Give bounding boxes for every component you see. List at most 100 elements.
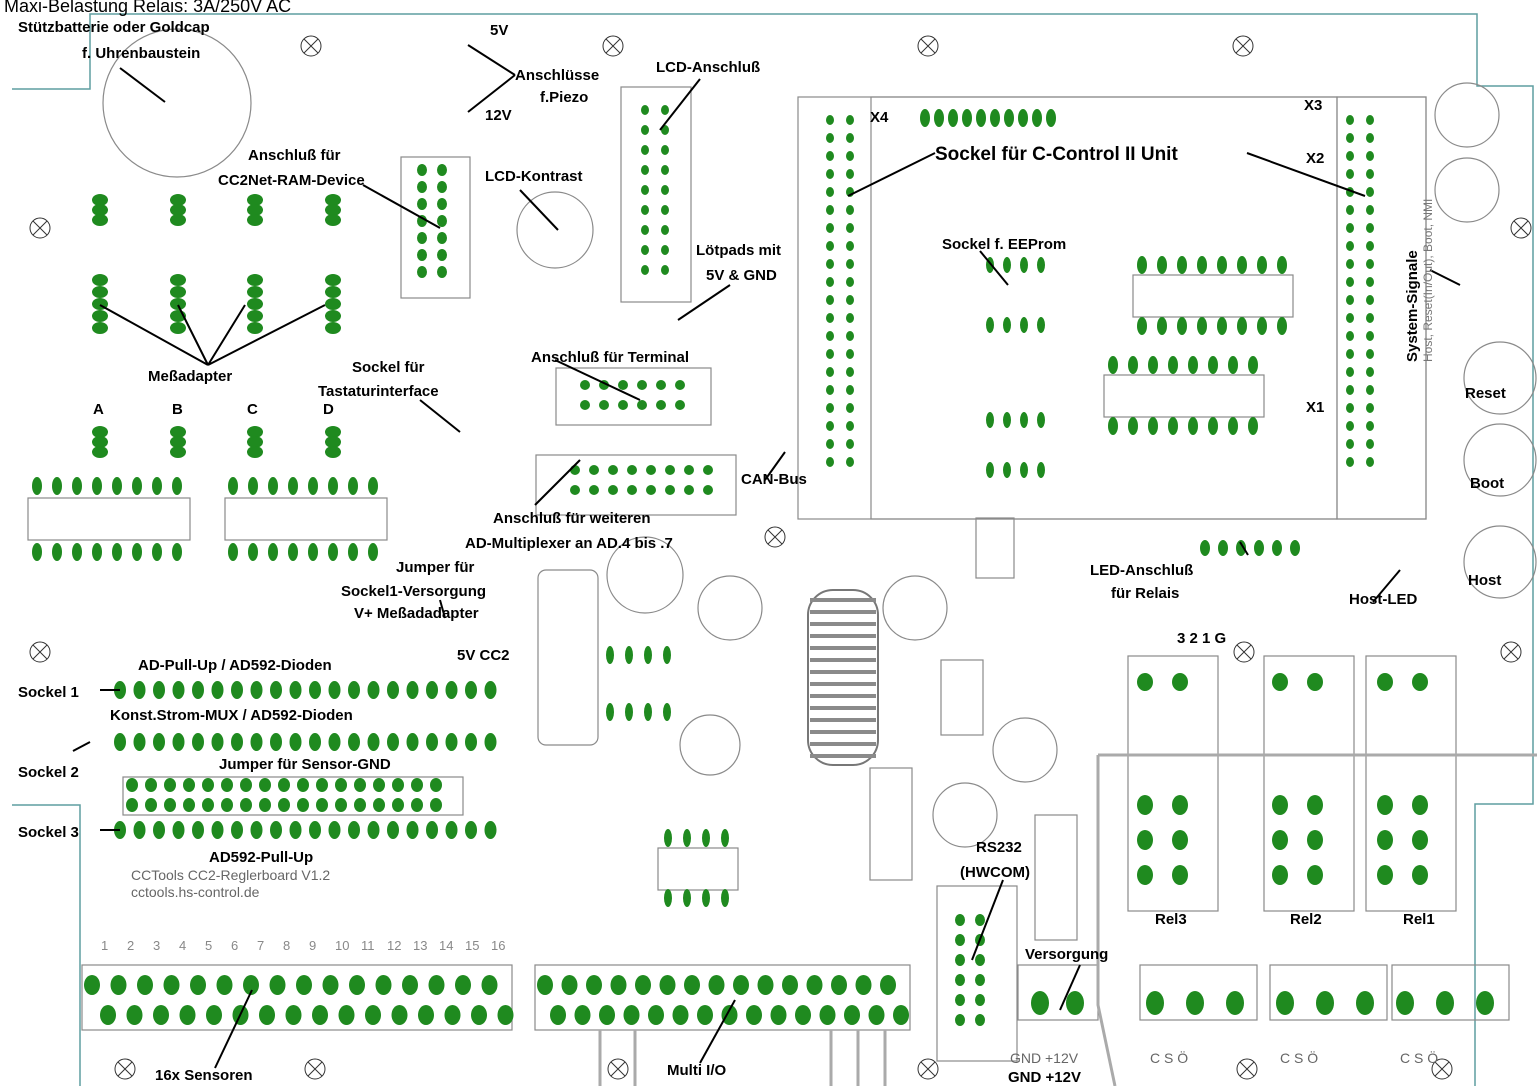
pad	[683, 829, 691, 847]
pad	[846, 169, 854, 179]
pad	[893, 1005, 909, 1025]
pad	[1366, 241, 1374, 251]
pad	[1188, 356, 1198, 374]
pad	[289, 681, 302, 699]
pad	[92, 204, 108, 216]
pad	[1377, 673, 1393, 691]
pad	[445, 733, 458, 751]
label-led-anschluss: LED-Anschluß	[1090, 562, 1193, 579]
pad	[962, 109, 972, 127]
pad	[411, 798, 423, 812]
pad	[665, 465, 675, 475]
silk-relay-c-s-o: C S Ö	[1150, 1049, 1188, 1066]
pad	[702, 829, 710, 847]
pad	[1276, 991, 1294, 1015]
pad	[270, 733, 282, 751]
pad	[1003, 412, 1011, 428]
pad	[646, 485, 656, 495]
pad	[819, 1005, 836, 1025]
pad	[430, 798, 442, 812]
pad	[221, 778, 233, 792]
pad	[826, 331, 834, 341]
annotations: Stützbatterie oder Goldcap f. Uhrenbaust…	[18, 19, 1506, 1086]
pad	[192, 681, 204, 699]
pad	[664, 829, 672, 847]
pad	[1137, 830, 1153, 850]
pad	[1218, 540, 1228, 556]
pad	[1277, 317, 1287, 335]
label-gnd-12v: GND +12V	[1008, 1069, 1081, 1086]
pad	[1366, 331, 1374, 341]
pad	[170, 204, 186, 216]
label-anschluss-terminal: Anschluß für Terminal	[531, 349, 689, 366]
pad	[782, 975, 798, 995]
pad	[325, 310, 341, 322]
pad	[322, 975, 339, 995]
pad	[170, 194, 186, 206]
pad	[1346, 385, 1354, 395]
pad	[247, 204, 263, 216]
pad	[1037, 412, 1045, 428]
pad	[1346, 259, 1354, 269]
pad	[92, 543, 102, 561]
pad	[164, 798, 176, 812]
pad	[586, 975, 602, 995]
pad	[335, 778, 347, 792]
sensor-number: 3	[153, 938, 160, 953]
pad	[202, 778, 214, 792]
pad	[164, 778, 176, 792]
pad	[1020, 412, 1028, 428]
pad	[190, 975, 206, 995]
pad	[465, 681, 477, 699]
pad	[806, 975, 823, 995]
pad	[1018, 109, 1028, 127]
pad	[288, 543, 298, 561]
pad	[1366, 295, 1374, 305]
pad	[1412, 795, 1428, 815]
pad	[855, 975, 872, 995]
pad	[1346, 241, 1354, 251]
label-v-messadadapter: V+ Meßadadapter	[354, 605, 479, 622]
pad	[228, 477, 238, 495]
pad	[648, 1005, 664, 1025]
pad	[250, 681, 263, 699]
pad	[627, 465, 637, 475]
terminal-header	[555, 367, 712, 426]
sensor-number: 6	[231, 938, 238, 953]
pad	[795, 1005, 811, 1025]
pad	[250, 733, 263, 751]
pad	[697, 1005, 713, 1025]
pad	[426, 733, 438, 751]
pad	[826, 205, 834, 215]
pad	[623, 1005, 640, 1025]
pad	[675, 380, 685, 390]
sensor-number: 13	[413, 938, 427, 953]
label-sockel1: Sockel 1	[18, 684, 79, 701]
pad	[92, 446, 108, 458]
pad	[661, 245, 669, 255]
pad	[641, 245, 649, 255]
pad	[986, 317, 994, 333]
pad	[132, 477, 142, 495]
pad	[1020, 257, 1028, 273]
pad	[986, 412, 994, 428]
pad	[92, 322, 108, 334]
pad	[153, 681, 165, 699]
pad	[846, 439, 854, 449]
pad	[625, 703, 633, 721]
pad	[170, 426, 186, 438]
pad	[580, 400, 590, 410]
x3-outline	[1269, 964, 1388, 1021]
pad	[240, 778, 252, 792]
pad	[627, 485, 637, 495]
pad	[153, 821, 165, 839]
label-16x-sensoren: 16x Sensoren	[155, 1067, 253, 1084]
label-col-b: B	[172, 401, 183, 418]
label-rel3: Rel3	[1155, 911, 1187, 928]
pad	[1366, 259, 1374, 269]
sensor-number: 7	[257, 938, 264, 953]
pad	[826, 421, 834, 431]
pad	[247, 214, 263, 226]
pad	[387, 733, 399, 751]
